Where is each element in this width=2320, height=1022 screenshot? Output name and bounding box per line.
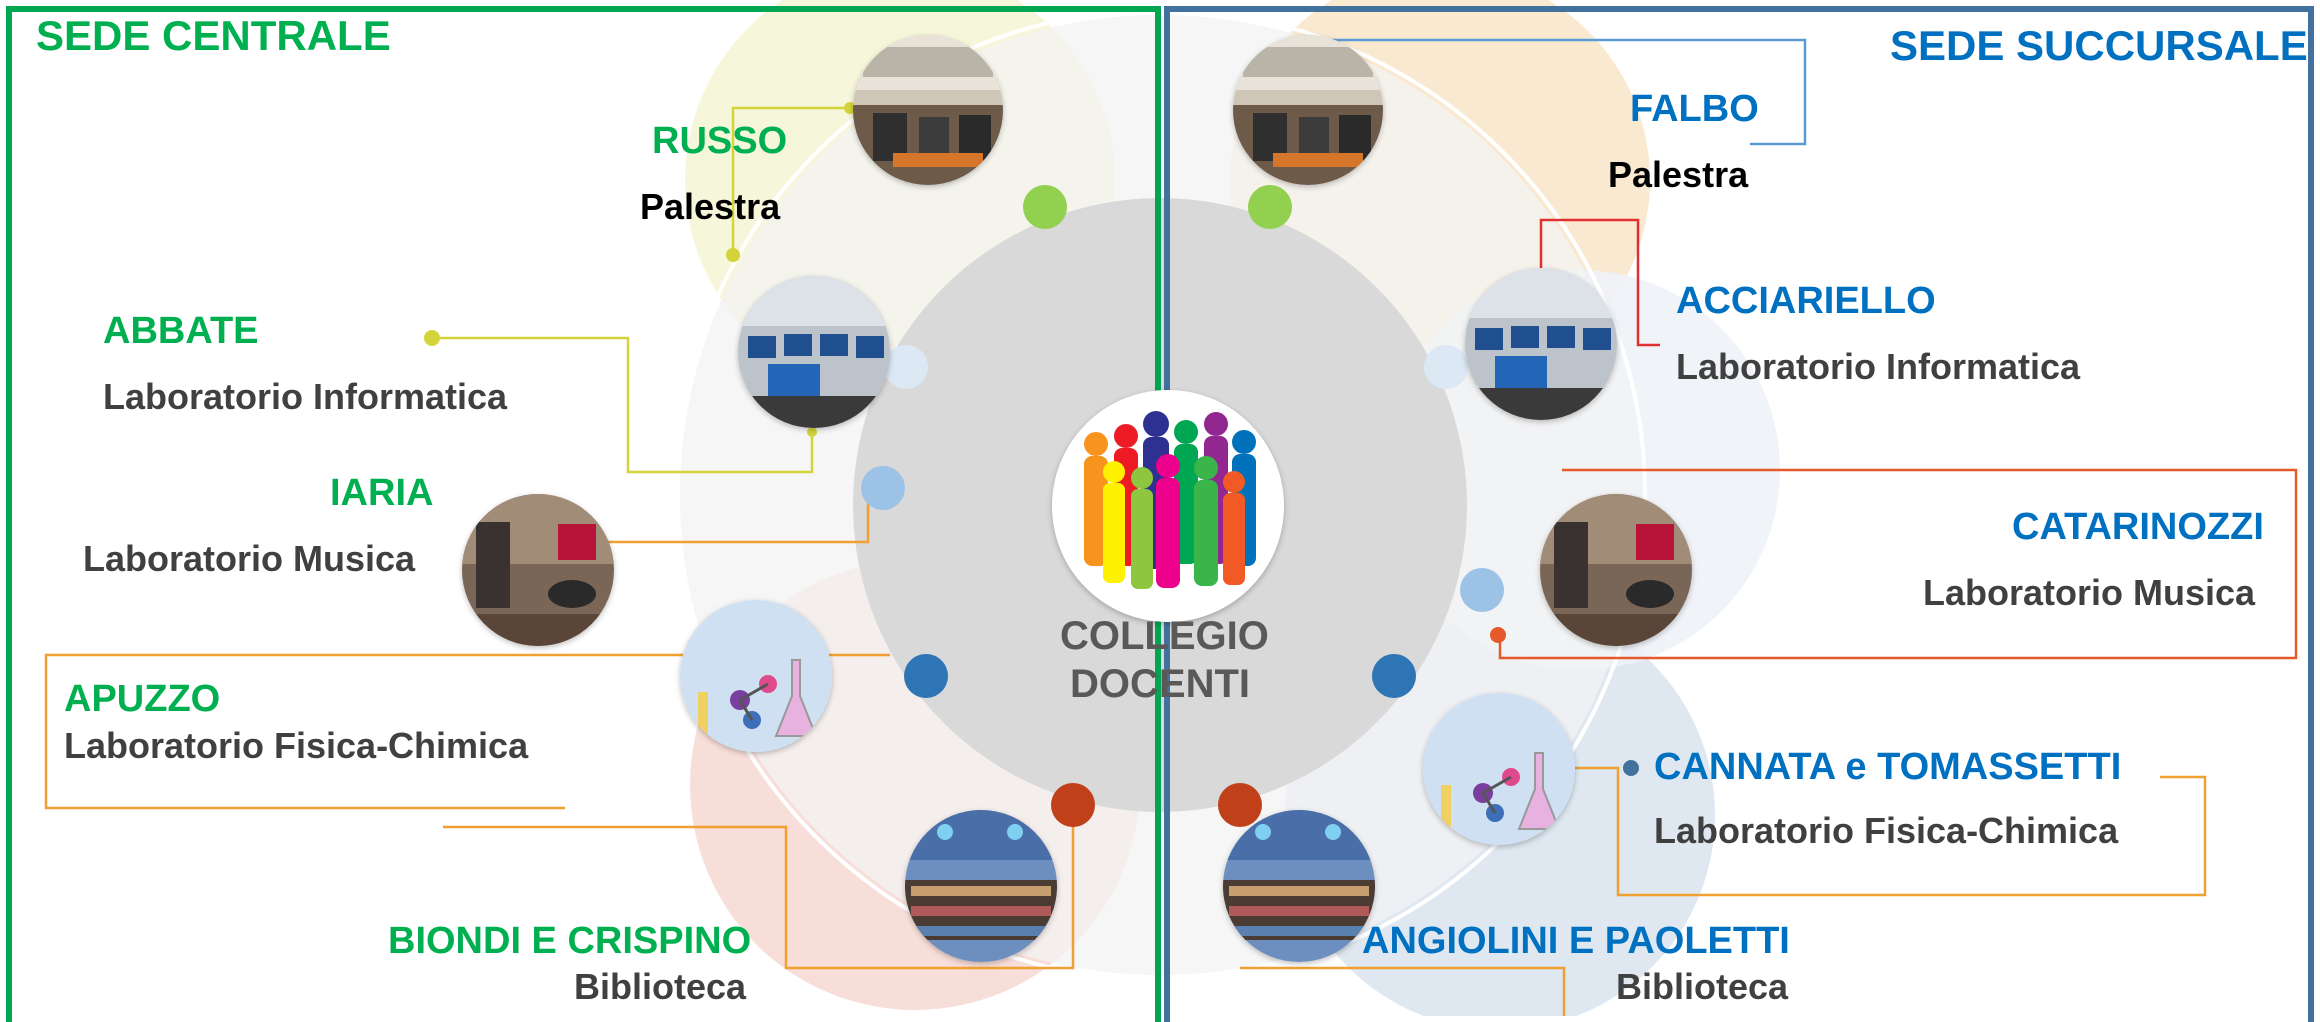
computer-lab-photo-left xyxy=(738,276,890,428)
apuzzo-name: APUZZO xyxy=(64,678,221,720)
dot-lightblue-right xyxy=(1460,568,1504,612)
left-title: SEDE CENTRALE xyxy=(36,12,391,59)
dot-green-right xyxy=(1248,185,1292,229)
cannata-name: CANNATA e TOMASSETTI xyxy=(1654,746,2122,788)
music-room-photo-left xyxy=(462,494,614,646)
music-room-photo-right xyxy=(1540,494,1692,646)
center-label-line1: COLLEGIO xyxy=(1060,614,1269,658)
abbate-name: ABBATE xyxy=(103,310,259,352)
library-photo-right xyxy=(1223,810,1375,962)
catarinozzi-box xyxy=(1498,468,2298,660)
center-label-line2: DOCENTI xyxy=(1070,662,1250,706)
dot-rust-right xyxy=(1218,783,1262,827)
apuzzo-connector xyxy=(44,653,890,810)
dot-paleblue-left xyxy=(884,345,928,389)
cannata-dot xyxy=(1623,760,1639,776)
catarinozzi-name: CATARINOZZI xyxy=(2012,506,2264,548)
acciariello-name: ACCIARIELLO xyxy=(1676,280,1936,322)
dot-lightblue-left xyxy=(861,466,905,510)
angiolini-name: ANGIOLINI E PAOLETTI xyxy=(1362,920,1790,962)
dot-paleblue-right xyxy=(1424,345,1468,389)
cannata-connector xyxy=(1575,766,2207,897)
gym-photo-left xyxy=(853,35,1003,185)
russo-connector xyxy=(731,106,850,255)
biondi-connector xyxy=(443,818,1075,970)
iaria-room: Laboratorio Musica xyxy=(83,538,416,579)
abbate-end-dot xyxy=(807,427,817,437)
people-group-icon xyxy=(1052,390,1284,622)
russo-name: RUSSO xyxy=(652,120,788,162)
iaria-connector xyxy=(570,500,870,544)
abbate-room: Laboratorio Informatica xyxy=(103,376,508,417)
acciariello-connector xyxy=(1539,218,1660,347)
falbo-connector xyxy=(1308,38,1807,146)
library-photo-left xyxy=(905,810,1057,962)
falbo-room: Palestra xyxy=(1608,154,1749,195)
center-label: COLLEGIO DOCENTI xyxy=(1060,612,1269,708)
dot-rust-left xyxy=(1051,783,1095,827)
acciariello-room: Laboratorio Informatica xyxy=(1676,346,2081,387)
catarinozzi-room: Laboratorio Musica xyxy=(1923,572,2256,613)
cannata-room: Laboratorio Fisica-Chimica xyxy=(1654,810,2119,851)
dot-green-left xyxy=(1023,185,1067,229)
falbo-name: FALBO xyxy=(1630,88,1759,130)
abbate-connector xyxy=(432,336,814,474)
right-title: SEDE SUCCURSALE xyxy=(1890,22,2308,69)
chemistry-lab-photo-right xyxy=(1423,693,1575,845)
computer-lab-photo-right xyxy=(1465,268,1617,420)
iaria-name: IARIA xyxy=(330,472,434,514)
russo-dot xyxy=(726,248,740,262)
dot-steelblue-left xyxy=(904,654,948,698)
apuzzo-room: Laboratorio Fisica-Chimica xyxy=(64,725,529,766)
dot-steelblue-right xyxy=(1372,654,1416,698)
biondi-name: BIONDI E CRISPINO xyxy=(388,920,752,962)
angiolini-room: Biblioteca xyxy=(1616,966,1789,1007)
biondi-room: Biblioteca xyxy=(574,966,747,1007)
chemistry-lab-photo-left xyxy=(680,600,832,752)
abbate-dot xyxy=(424,330,440,346)
gym-photo-right xyxy=(1233,35,1383,185)
catarinozzi-dot xyxy=(1490,627,1506,643)
russo-room: Palestra xyxy=(640,186,781,227)
angiolini-connector xyxy=(1240,966,1566,1016)
